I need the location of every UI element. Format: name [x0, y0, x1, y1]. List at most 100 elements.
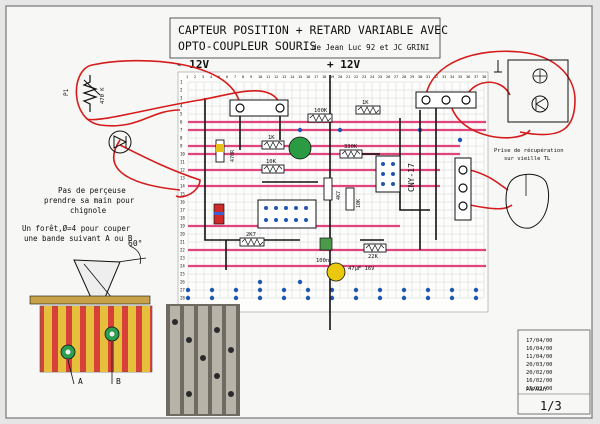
title-line-2: OPTO-COUPLEUR SOURIS [178, 39, 317, 53]
cut-dot [377, 287, 383, 293]
cut-dot [297, 279, 303, 285]
resistor-zigzag-icon [241, 238, 264, 246]
cut-dot [401, 287, 407, 293]
column-number: 31 [426, 75, 430, 79]
resistor-icon [261, 164, 285, 174]
copper-track [86, 306, 94, 372]
cut-dot [329, 295, 335, 301]
led-wire [119, 144, 201, 198]
angle-label: 60° [128, 239, 142, 248]
transistor-icon [535, 97, 547, 111]
cut-dot [425, 287, 431, 293]
emitter-cross-icon [534, 70, 546, 82]
photo-strip [170, 306, 180, 414]
resistor-zigzag-icon [263, 141, 283, 149]
screw-terminal-icon [441, 95, 451, 105]
column-number: 19 [330, 75, 334, 79]
copper-tracks [44, 306, 150, 372]
cut-dot [353, 287, 359, 293]
revision-date: 15/02/00 [526, 386, 553, 392]
resistor-zigzag-icon [357, 106, 380, 114]
column-number: 16 [306, 75, 310, 79]
opto-wire-3 [449, 99, 531, 139]
cut-dot [353, 295, 359, 301]
cut-dot [233, 287, 239, 293]
photo-hole [186, 391, 192, 397]
wire-1 [204, 98, 300, 241]
terminal-mouse [454, 157, 472, 221]
cny-pin [381, 182, 385, 186]
ic-pins [264, 206, 308, 222]
cut-dot [337, 127, 343, 133]
rail-positive-label: + 12V [327, 58, 360, 71]
column-number: 25 [378, 75, 382, 79]
row-number: 20 [180, 232, 185, 237]
resistor-icon [339, 149, 363, 159]
column-number: 14 [290, 75, 294, 79]
label-470r: 470R [230, 149, 236, 162]
note-drill-bit-1: Un forêt,Ø=4 pour couper [22, 224, 131, 233]
mouse-icon [505, 173, 550, 229]
row-number: 7 [180, 128, 183, 133]
row-number: 8 [180, 136, 183, 141]
row-number: 2 [180, 88, 183, 93]
photo-strip [226, 306, 236, 414]
cut-dot [377, 295, 383, 301]
resistor-1k-a: 1K [261, 135, 285, 150]
column-number: 21 [346, 75, 350, 79]
mouse-wire-1 [469, 169, 509, 191]
capacitor-icon [319, 237, 333, 251]
label-b: B [116, 377, 121, 386]
row-number: 17 [180, 208, 185, 213]
copper-track [72, 306, 80, 372]
terminal-block [415, 91, 477, 109]
note-no-drill-3: chignole [70, 206, 107, 215]
cut-dot [473, 295, 479, 301]
revision-date: 17/04/00 [526, 338, 553, 344]
note-no-drill-1: Pas de perçeuse [58, 186, 126, 195]
column-number: 15 [298, 75, 302, 79]
pot-wire-top [75, 59, 241, 127]
terminal-pot [229, 99, 289, 117]
cut-dot [257, 279, 263, 285]
opto-frame [507, 59, 569, 123]
ic-body [257, 199, 317, 229]
row-number: 19 [180, 224, 185, 229]
label-a: A [78, 377, 83, 386]
cny-pin [391, 172, 395, 176]
title-frame [169, 17, 441, 59]
label-330k: 330K [344, 144, 358, 150]
led-emitter-icon [532, 68, 548, 84]
cut-dot [281, 287, 287, 293]
copper-track [44, 306, 52, 372]
transistor-icon [288, 136, 312, 160]
column-number: 38 [482, 75, 486, 79]
column-number: 4 [210, 75, 212, 79]
pot-value: 470 K [100, 87, 106, 104]
page-number: 1/3 [540, 399, 562, 413]
label-100k: 100K [314, 108, 328, 114]
cny-pin [391, 162, 395, 166]
label-100n: 100n [316, 258, 329, 264]
photo-hole [214, 327, 220, 333]
cut-dot [257, 287, 263, 293]
column-number: 24 [370, 75, 374, 79]
resistor-icon [345, 187, 355, 211]
photo-hole [186, 337, 192, 343]
cny17-body [375, 155, 401, 193]
revision-date: 20/02/00 [526, 370, 553, 376]
cut-dot [209, 287, 215, 293]
wiper-arrow-icon [83, 79, 101, 96]
column-number: 6 [226, 75, 228, 79]
label-2k7: 2K7 [246, 232, 256, 238]
row-number: 22 [180, 248, 185, 253]
ic-pin [304, 206, 308, 210]
column-number: 27 [394, 75, 398, 79]
ic-pin [294, 218, 298, 222]
board-cross-section [29, 295, 151, 305]
terminal-opto [415, 91, 477, 109]
resistor-icon [239, 237, 265, 247]
screw-terminal-icon [235, 103, 245, 113]
ic-pin [274, 206, 278, 210]
row-number: 25 [180, 272, 185, 277]
